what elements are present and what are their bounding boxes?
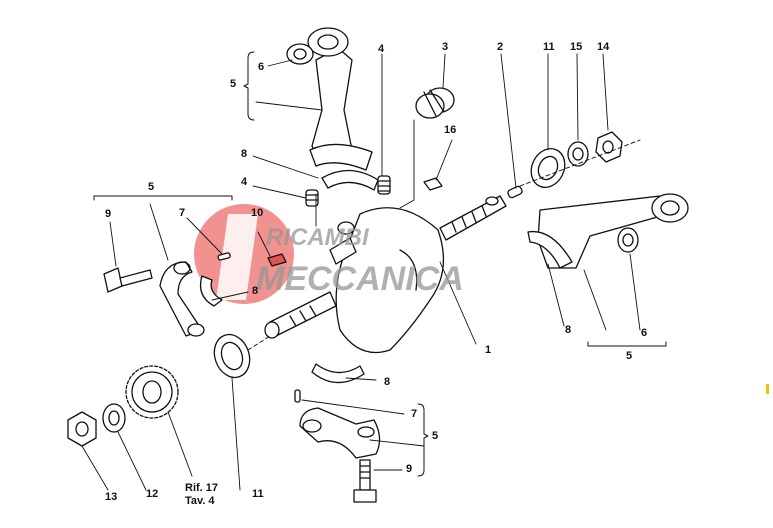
callout-9-left: 9 [105, 208, 112, 220]
callout-8-top: 8 [241, 148, 248, 160]
callout-16: 16 [444, 124, 457, 136]
callout-9-bottom: 9 [406, 463, 413, 475]
connecting-rod-top [307, 27, 373, 171]
small-end-bush-right [617, 227, 639, 253]
bearing-shell-highlight [267, 253, 287, 267]
callout-13: 13 [105, 491, 118, 503]
dowel-pin-lower [294, 389, 301, 403]
callout-6-right: 6 [641, 327, 648, 339]
callout-2: 2 [497, 41, 504, 53]
thrust-washer-upper [530, 148, 566, 188]
group-brackets [93, 51, 667, 477]
thrust-washer-lower [213, 333, 251, 379]
callout-12: 12 [146, 488, 159, 500]
callout-5-left: 5 [148, 181, 155, 193]
washer-12 [102, 403, 126, 433]
callout-8-left: 8 [252, 285, 259, 297]
nut-14 [595, 131, 623, 163]
callout-5-bottom: 5 [432, 430, 439, 442]
callout-8-bottom: 8 [384, 376, 391, 388]
watermark-logo-icon [194, 204, 294, 304]
callout-8-right: 8 [565, 324, 572, 336]
threaded-plug [415, 87, 455, 119]
bearing-cap-lower [299, 407, 381, 459]
leader-lines [81, 53, 641, 491]
nut-13 [67, 411, 97, 447]
callout-6-top: 6 [258, 61, 265, 73]
grub-screw-upper [377, 175, 391, 195]
callout-5-top: 5 [230, 78, 237, 90]
bearing-shell-lower [311, 363, 365, 384]
callout-7-bottom: 7 [411, 408, 418, 420]
bearing-shell-top [321, 169, 379, 191]
callout-11-top: 11 [543, 41, 555, 53]
cap-bolt-lower [353, 459, 377, 503]
callout-14: 14 [597, 41, 610, 53]
bearing-shell-left [199, 275, 223, 307]
small-spring [507, 185, 523, 199]
callout-11-bottom: 11 [252, 488, 264, 500]
callout-4-left: 4 [241, 176, 248, 188]
crankshaft [264, 195, 507, 354]
callout-5-right: 5 [626, 350, 633, 362]
callout-10: 10 [251, 207, 264, 219]
cap-bolt-left [103, 267, 153, 293]
reference-line1: Rif. 17 [185, 482, 219, 494]
watermark-line1: RICAMBI [266, 224, 369, 251]
reference-line2: Tav. 4 [185, 495, 215, 507]
callout-4-top: 4 [378, 43, 385, 55]
woodruff-key [423, 177, 443, 191]
callout-7-left: 7 [179, 207, 186, 219]
edge-marker [766, 384, 769, 394]
dowel-pin-left [217, 252, 231, 261]
callout-15: 15 [570, 41, 583, 53]
connecting-rod-right [527, 193, 689, 269]
watermark-line2: MECCANICA [256, 260, 464, 298]
washer-15 [567, 141, 589, 167]
bearing-cap-left [159, 261, 205, 337]
callout-3: 3 [442, 41, 449, 53]
timing-gear [125, 365, 179, 419]
reference-note: Rif. 17 Tav. 4 [185, 482, 218, 508]
callout-1: 1 [485, 344, 492, 356]
small-end-bush-top [286, 43, 314, 65]
